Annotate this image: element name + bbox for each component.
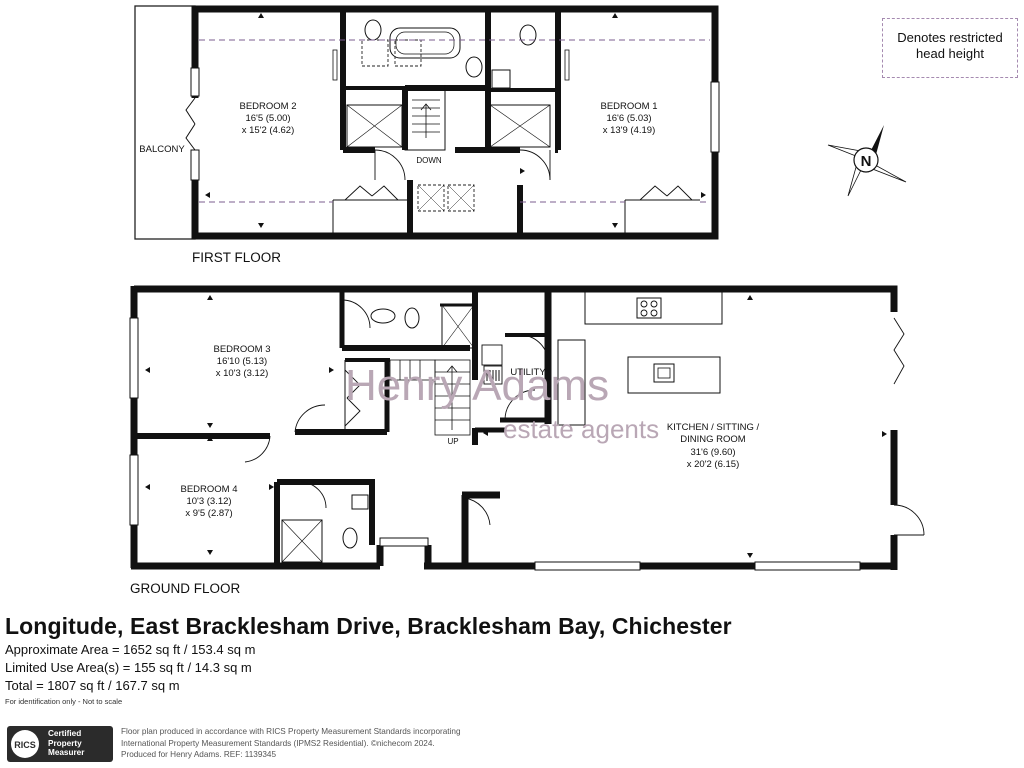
kitchen-dim2: x 20'2 (6.15) xyxy=(687,459,740,470)
first-floor-plan: BALCONY BEDROOM 2 16'5 (5.00) x 15'2 (4.… xyxy=(134,5,720,265)
bedroom3-dim2: x 10'3 (3.12) xyxy=(216,368,269,379)
svg-text:RICS: RICS xyxy=(14,740,36,750)
basin-icon xyxy=(491,69,511,89)
kitchen-island xyxy=(627,356,721,394)
note-line-2: International Property Measurement Stand… xyxy=(121,738,435,748)
toilet-icon xyxy=(364,19,382,41)
bedroom1-dim2: x 13'9 (4.19) xyxy=(603,125,656,136)
floorplan-notes: Floor plan produced in accordance with R… xyxy=(121,726,461,761)
ground-floor-label: GROUND FLOOR xyxy=(130,581,241,596)
kitchen-name2: DINING ROOM xyxy=(680,434,746,445)
rics-certification: Certified Property Measurer xyxy=(48,729,85,758)
legend-line-1: Denotes restricted xyxy=(897,30,1003,45)
compass-icon: N xyxy=(827,125,907,197)
shower-tray-ground-top xyxy=(441,304,475,349)
bedroom4-dim2: x 9'5 (2.87) xyxy=(185,508,232,519)
staircase-ground xyxy=(389,359,471,436)
bedroom2-name: BEDROOM 2 xyxy=(239,101,296,112)
shower-tray-right xyxy=(489,104,551,148)
disclaimer: For identification only - Not to scale xyxy=(5,697,123,706)
kitchen-dim1: 31'6 (9.60) xyxy=(690,447,735,458)
ground-floor-outer-wall xyxy=(134,285,898,312)
first-floor-label: FIRST FLOOR xyxy=(192,250,281,265)
watermark-subtitle: estate agents xyxy=(503,414,659,444)
watermark-name: Henry Adams xyxy=(345,361,609,410)
floor-plan: BALCONY BEDROOM 2 16'5 (5.00) x 15'2 (4.… xyxy=(129,5,925,596)
bedroom1-dim1: 16'6 (5.03) xyxy=(606,113,651,124)
toilet-icon xyxy=(404,307,420,329)
bedroom1-name: BEDROOM 1 xyxy=(600,101,657,112)
utility-label: UTILITY xyxy=(510,367,546,378)
kitchen-name1: KITCHEN / SITTING / xyxy=(667,422,760,433)
limited-use-area: Limited Use Area(s) = 155 sq ft / 14.3 s… xyxy=(5,660,252,675)
balcony-area xyxy=(134,5,196,240)
bath-icon xyxy=(389,27,461,59)
washer-icon xyxy=(483,365,503,385)
kitchen-counter xyxy=(584,291,723,325)
toilet-icon xyxy=(342,527,358,549)
restricted-height-legend xyxy=(882,18,1018,78)
property-title: Longitude, East Bracklesham Drive, Brack… xyxy=(5,613,732,639)
basin-icon xyxy=(465,56,483,78)
balcony-label: BALCONY xyxy=(139,144,185,155)
compass-north-label: N xyxy=(861,153,872,170)
bedroom4-dim1: 10'3 (3.12) xyxy=(186,496,231,507)
up-label: UP xyxy=(447,437,458,446)
ground-floor-plan: Henry Adams estate agents BEDROOM 3 16'1… xyxy=(129,285,925,596)
rics-logo-icon: RICS xyxy=(11,730,39,758)
bedroom4-name: BEDROOM 4 xyxy=(180,484,237,495)
bedroom3-dim1: 16'10 (5.13) xyxy=(217,356,267,367)
bedroom3-name: BEDROOM 3 xyxy=(213,344,270,355)
shower-tray-left xyxy=(346,104,403,148)
total-area: Total = 1807 sq ft / 167.7 sq m xyxy=(5,678,180,693)
sink-icon xyxy=(653,363,675,383)
approximate-area: Approximate Area = 1652 sq ft / 153.4 sq… xyxy=(5,642,256,657)
restricted-height-legend-text: Denotes restricted head height xyxy=(882,30,1018,62)
hob-icon xyxy=(636,297,662,319)
note-line-1: Floor plan produced in accordance with R… xyxy=(121,727,461,736)
bedroom2-dim1: 16'5 (5.00) xyxy=(245,113,290,124)
down-label: DOWN xyxy=(416,156,442,165)
toilet-icon xyxy=(519,24,537,46)
basin-icon xyxy=(351,494,369,510)
basin-icon xyxy=(370,308,396,324)
note-line-3: Produced for Henry Adams. REF: 1139345 xyxy=(121,750,277,760)
shower-tray-ground-bottom xyxy=(281,519,323,563)
bedroom2-dim2: x 15'2 (4.62) xyxy=(242,125,295,136)
legend-line-2: head height xyxy=(916,46,984,61)
